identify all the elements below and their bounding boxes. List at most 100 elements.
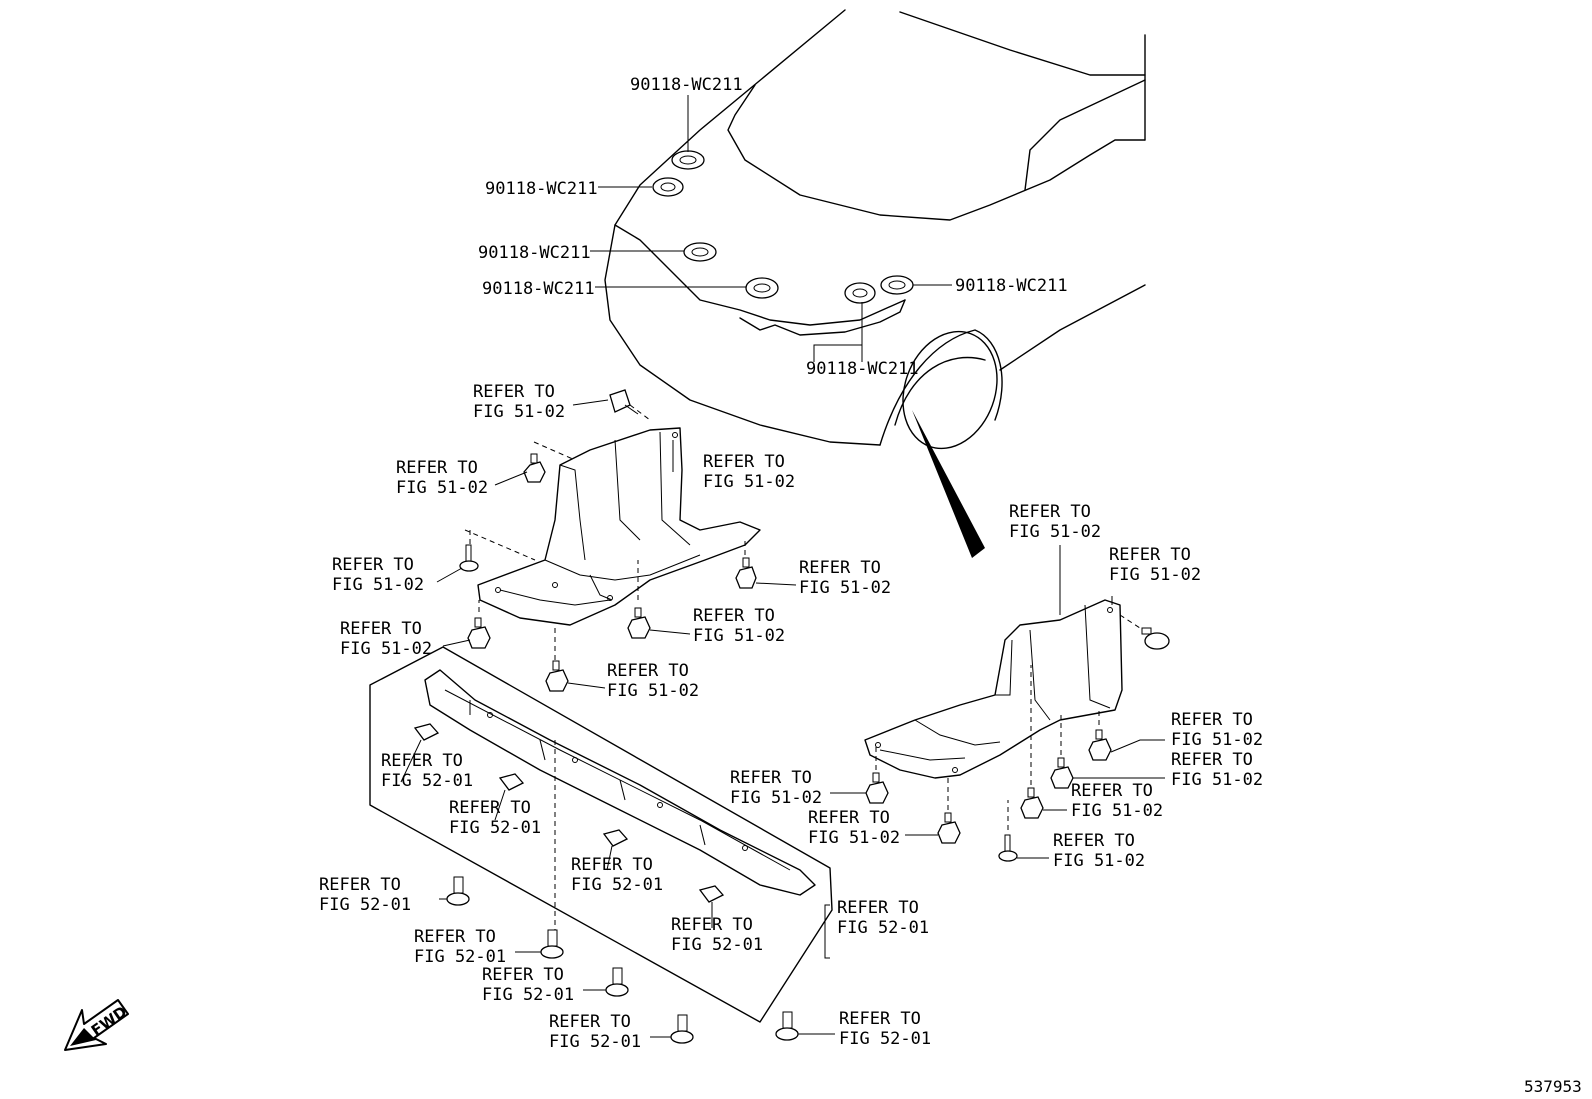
clip-n bbox=[937, 812, 961, 844]
bolt-c bbox=[605, 967, 629, 997]
svg-text:REFER TO: REFER TO bbox=[703, 452, 785, 472]
nut-b bbox=[498, 773, 525, 791]
clip-d bbox=[735, 557, 757, 589]
nut-c bbox=[602, 829, 629, 847]
fwd-arrow-icon: FWD bbox=[64, 999, 130, 1051]
svg-text:FIG 51-02: FIG 51-02 bbox=[1053, 851, 1145, 871]
svg-text:REFER TO: REFER TO bbox=[473, 382, 555, 402]
svg-text:REFER TO: REFER TO bbox=[414, 927, 496, 947]
svg-text:FIG 52-01: FIG 52-01 bbox=[571, 875, 663, 895]
svg-text:FIG 52-01: FIG 52-01 bbox=[837, 918, 929, 938]
svg-text:REFER TO: REFER TO bbox=[482, 965, 564, 985]
svg-text:FIG 51-02: FIG 51-02 bbox=[340, 639, 432, 659]
grommet-6 bbox=[880, 275, 914, 295]
svg-text:REFER TO: REFER TO bbox=[449, 798, 531, 818]
svg-text:FIG 52-01: FIG 52-01 bbox=[839, 1029, 931, 1049]
svg-text:FIG 51-02: FIG 51-02 bbox=[1171, 730, 1263, 750]
svg-text:FIG 51-02: FIG 51-02 bbox=[693, 626, 785, 646]
grommet-3 bbox=[683, 242, 717, 262]
svg-text:FIG 52-01: FIG 52-01 bbox=[319, 895, 411, 915]
svg-text:FIG 51-02: FIG 51-02 bbox=[1009, 522, 1101, 542]
svg-text:FIG 51-02: FIG 51-02 bbox=[1171, 770, 1263, 790]
bolt-a bbox=[446, 876, 470, 906]
grommet-labels: 90118-WC211 90118-WC211 90118-WC211 9011… bbox=[478, 75, 1068, 379]
grommet-4 bbox=[745, 277, 779, 299]
svg-text:REFER TO: REFER TO bbox=[837, 898, 919, 918]
svg-text:FIG 51-02: FIG 51-02 bbox=[808, 828, 900, 848]
fastener-group bbox=[413, 389, 1170, 1044]
clip-i bbox=[1088, 729, 1112, 761]
svg-text:FIG 52-01: FIG 52-01 bbox=[482, 985, 574, 1005]
grommet-2 bbox=[652, 177, 684, 197]
svg-text:REFER TO: REFER TO bbox=[340, 619, 422, 639]
svg-text:REFER TO: REFER TO bbox=[1109, 545, 1191, 565]
svg-text:REFER TO: REFER TO bbox=[808, 808, 890, 828]
bolt-e bbox=[775, 1011, 799, 1041]
grommet-label-3: 90118-WC211 bbox=[478, 243, 591, 263]
svg-text:REFER TO: REFER TO bbox=[332, 555, 414, 575]
svg-text:FIG 51-02: FIG 51-02 bbox=[730, 788, 822, 808]
svg-text:FIG 51-02: FIG 51-02 bbox=[332, 575, 424, 595]
svg-text:FIG 51-02: FIG 51-02 bbox=[799, 578, 891, 598]
svg-text:REFER TO: REFER TO bbox=[671, 915, 753, 935]
svg-text:REFER TO: REFER TO bbox=[693, 606, 775, 626]
svg-text:FIG 51-02: FIG 51-02 bbox=[703, 472, 795, 492]
svg-text:FIG 52-01: FIG 52-01 bbox=[414, 947, 506, 967]
svg-text:REFER TO: REFER TO bbox=[571, 855, 653, 875]
svg-text:FIG 51-02: FIG 51-02 bbox=[396, 478, 488, 498]
grommet-label-4: 90118-WC211 bbox=[482, 279, 595, 299]
grommet-1 bbox=[671, 150, 705, 170]
svg-text:FIG 52-01: FIG 52-01 bbox=[549, 1032, 641, 1052]
bolt-d bbox=[670, 1014, 694, 1044]
refer-leaders bbox=[400, 399, 1165, 1038]
clip-e bbox=[467, 617, 491, 649]
grommet-leaders bbox=[590, 95, 952, 362]
screw-l bbox=[998, 834, 1018, 862]
screw-c bbox=[459, 544, 479, 572]
grommet-5 bbox=[844, 282, 876, 304]
svg-text:REFER TO: REFER TO bbox=[1071, 781, 1153, 801]
svg-text:REFER TO: REFER TO bbox=[799, 558, 881, 578]
grommet-label-5: 90118-WC211 bbox=[955, 276, 1068, 296]
svg-text:REFER TO: REFER TO bbox=[549, 1012, 631, 1032]
svg-text:REFER TO: REFER TO bbox=[396, 458, 478, 478]
svg-text:REFER TO: REFER TO bbox=[1171, 750, 1253, 770]
clip-b bbox=[523, 453, 546, 483]
vehicle-front-outline bbox=[604, 9, 1146, 558]
illustration-number: 537953 bbox=[1524, 1077, 1582, 1096]
grommet-label-1: 90118-WC211 bbox=[630, 75, 743, 95]
svg-text:REFER TO: REFER TO bbox=[319, 875, 401, 895]
bolt-b bbox=[540, 929, 564, 959]
grommet-label-6: 90118-WC211 bbox=[806, 359, 919, 379]
front-brace-kit bbox=[369, 646, 833, 1023]
svg-text:REFER TO: REFER TO bbox=[1009, 502, 1091, 522]
grommet-group bbox=[652, 150, 914, 304]
svg-text:FIG 51-02: FIG 51-02 bbox=[473, 402, 565, 422]
clip-j bbox=[1050, 757, 1074, 789]
clip-k bbox=[1020, 787, 1044, 819]
svg-text:REFER TO: REFER TO bbox=[381, 751, 463, 771]
svg-text:FIG 51-02: FIG 51-02 bbox=[1109, 565, 1201, 585]
nut-a bbox=[413, 723, 440, 741]
svg-text:FIG 52-01: FIG 52-01 bbox=[449, 818, 541, 838]
svg-text:REFER TO: REFER TO bbox=[1171, 710, 1253, 730]
